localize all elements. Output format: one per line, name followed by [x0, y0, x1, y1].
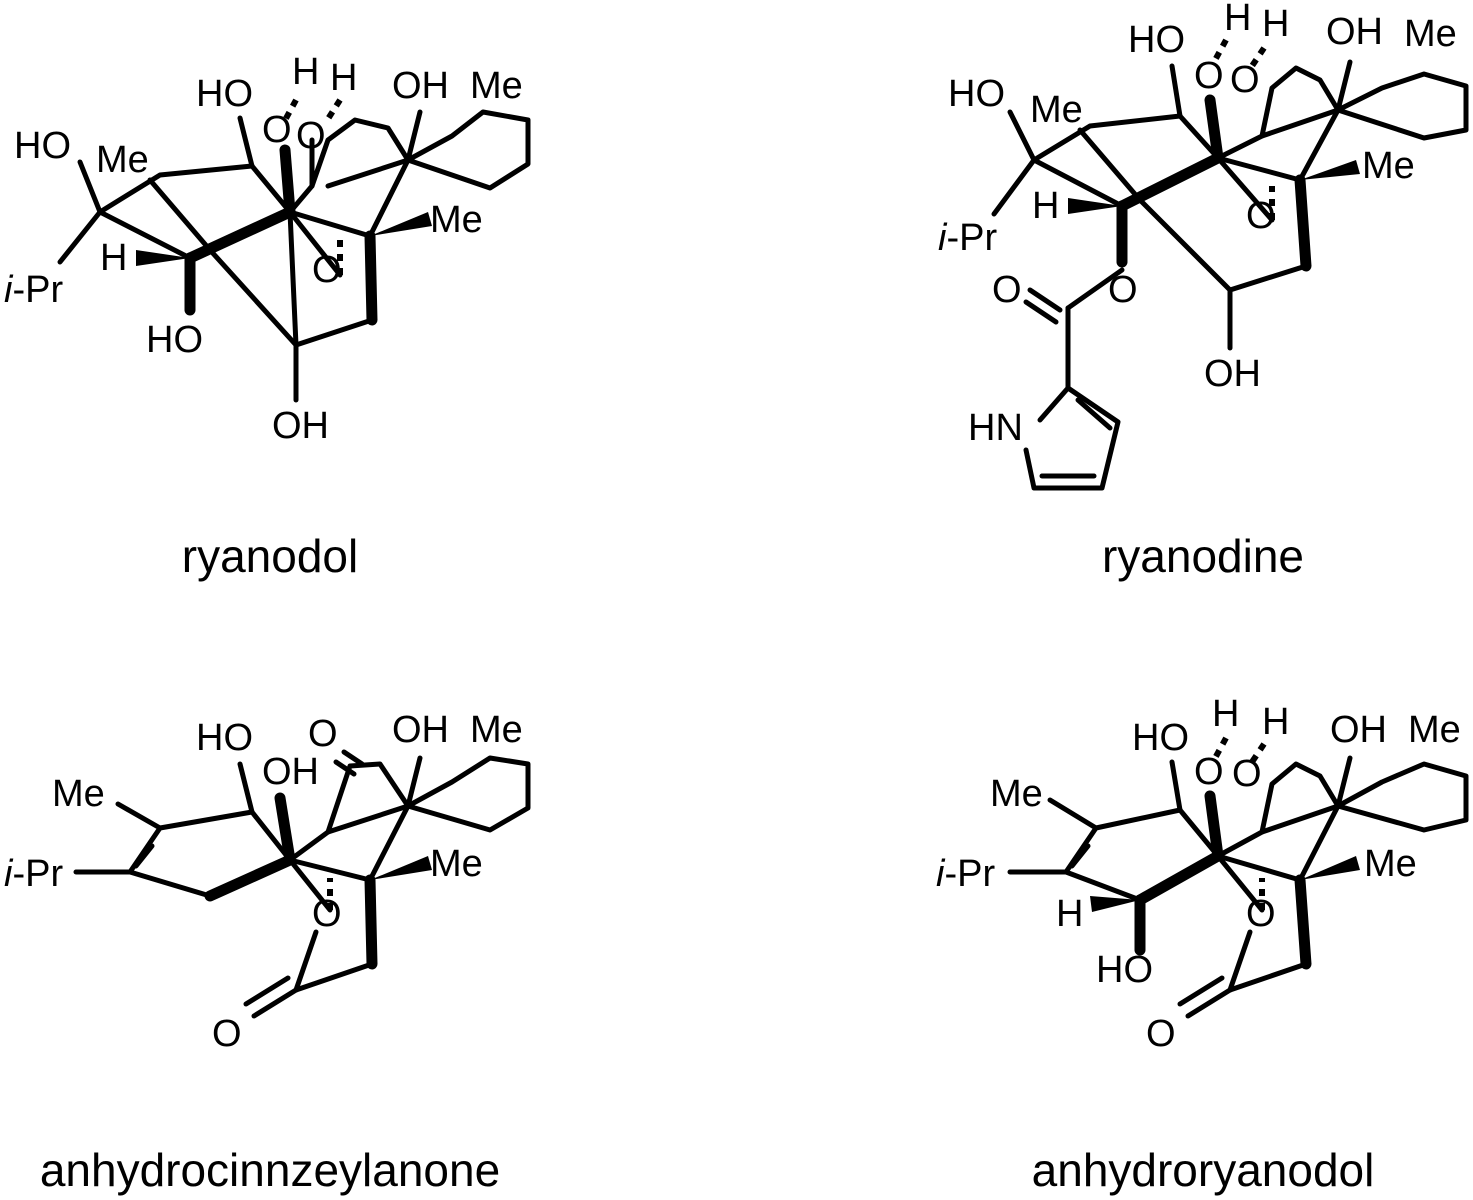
anhydrocinnzeylanone-ipr: i-Pr — [4, 853, 63, 895]
ryanodol-atoms: HO H H O O OH Me HO Me H i-Pr HO Me O OH — [4, 51, 523, 447]
anhydrocinnzeylanone-oh-mid: OH — [262, 751, 319, 793]
ryanodol-stereobonds — [136, 98, 432, 326]
ryanodol-bonds — [57, 109, 531, 403]
anhydroryanodol-ho-top: HO — [1132, 717, 1189, 759]
ryanodine-me-top: Me — [1404, 13, 1457, 55]
ryanodine-ipr: i-Pr — [938, 217, 997, 259]
ryanodol-oh-bottom: OH — [272, 405, 329, 447]
anhydroryanodol-stereobonds — [1090, 736, 1360, 970]
ryanodine-ipr-rest: -Pr — [946, 217, 997, 259]
anhydroryanodol-ho-low: HO — [1096, 949, 1153, 991]
ryanodine-hn: HN — [968, 407, 1023, 449]
anhydroryanodol-ipr: i-Pr — [936, 853, 995, 895]
ryanodine-ho-left: HO — [948, 73, 1005, 115]
anhydrocinnzeylanone-stereobonds — [204, 792, 432, 970]
anhydroryanodol-atoms: HO H H O O OH Me Me i-Pr H HO Me O O — [936, 693, 1461, 1055]
anhydroryanodol-bonds — [1007, 755, 1469, 1019]
ryanodol-o-bridge: O — [312, 249, 342, 291]
molecule-anhydroryanodol: HO H H O O OH Me Me i-Pr H HO Me O O anh… — [936, 693, 1469, 1196]
ryanodine-ho-top: HO — [1128, 19, 1185, 61]
ryanodol-h-left: H — [292, 51, 319, 93]
anhydrocinnzeylanone-name: anhydrocinnzeylanone — [40, 1144, 500, 1196]
anhydroryanodol-me-top: Me — [1408, 709, 1461, 751]
molecule-anhydrocinnzeylanone: HO OH O OH Me Me i-Pr Me O O anhydrocinn… — [4, 709, 531, 1196]
anhydrocinnzeylanone-atoms: HO OH O OH Me Me i-Pr Me O O — [4, 709, 523, 1055]
anhydroryanodol-oh-top: OH — [1330, 709, 1387, 751]
ryanodine-o-carbonyl: O — [992, 269, 1022, 311]
anhydrocinnzeylanone-bonds — [73, 749, 531, 1019]
ryanodine-oh-top: OH — [1326, 11, 1383, 53]
anhydroryanodol-h-right: H — [1262, 701, 1289, 743]
ryanodol-oh-top: OH — [392, 65, 449, 107]
ryanodol-ipr: i-Pr — [4, 269, 63, 311]
ryanodol-name: ryanodol — [182, 530, 358, 582]
ryanodine-h-left: H — [1224, 0, 1251, 39]
anhydrocinnzeylanone-me-top: Me — [470, 709, 523, 751]
anhydrocinnzeylanone-me-left: Me — [52, 773, 105, 815]
ryanodol-h-right: H — [330, 57, 357, 99]
molecule-ryanodol: HO H H O O OH Me HO Me H i-Pr HO Me O OH… — [4, 51, 531, 582]
ryanodine-me-left: Me — [1030, 89, 1083, 131]
anhydrocinnzeylanone-ipr-i: i — [4, 853, 14, 895]
ryanodine-o-bridge: O — [1246, 195, 1276, 237]
anhydroryanodol-name: anhydroryanodol — [1032, 1144, 1375, 1196]
ryanodine-ipr-i: i — [938, 217, 948, 259]
anhydroryanodol-o-carbonyl: O — [1146, 1013, 1176, 1055]
ryanodine-h-wedge: H — [1032, 185, 1059, 227]
ryanodine-o-right: O — [1230, 59, 1260, 101]
anhydrocinnzeylanone-o-carbonyl: O — [212, 1013, 242, 1055]
ryanodol-ho-low: HO — [146, 319, 203, 361]
anhydrocinnzeylanone-me-right: Me — [430, 843, 483, 885]
anhydrocinnzeylanone-ipr-rest: -Pr — [12, 853, 63, 895]
ryanodol-ipr-i: i — [4, 269, 14, 311]
ryanodine-name: ryanodine — [1102, 530, 1304, 582]
ryanodine-me-right: Me — [1362, 145, 1415, 187]
ryanodol-o-left: O — [262, 109, 292, 151]
anhydroryanodol-o-lactone: O — [1246, 893, 1276, 935]
anhydrocinnzeylanone-o-keto: O — [308, 713, 338, 755]
anhydrocinnzeylanone-o-lactone: O — [312, 893, 342, 935]
ryanodol-o-right: O — [296, 115, 326, 157]
anhydrocinnzeylanone-oh-top: OH — [392, 709, 449, 751]
anhydroryanodol-o-left: O — [1194, 751, 1224, 793]
anhydroryanodol-h-wedge: H — [1056, 893, 1083, 935]
anhydrocinnzeylanone-ho-top: HO — [196, 717, 253, 759]
ryanodine-o-ester: O — [1108, 269, 1138, 311]
ryanodol-h-wedge: H — [100, 237, 127, 279]
ryanodol-me-left: Me — [96, 139, 149, 181]
anhydroryanodol-ipr-rest: -Pr — [944, 853, 995, 895]
ryanodine-h-right: H — [1262, 3, 1289, 45]
ryanodine-o-left: O — [1194, 55, 1224, 97]
ryanodol-ho-top: HO — [196, 73, 253, 115]
ryanodine-oh-bottom: OH — [1204, 353, 1261, 395]
anhydroryanodol-me-left: Me — [990, 773, 1043, 815]
anhydroryanodol-h-left: H — [1212, 693, 1239, 735]
ryanodol-ipr-rest: -Pr — [12, 269, 63, 311]
ryanodol-ho-left: HO — [14, 125, 71, 167]
molecule-ryanodine: HO H H O O OH Me HO Me H i-Pr Me O O O O… — [938, 0, 1469, 582]
anhydroryanodol-ipr-i: i — [936, 853, 946, 895]
ryanodol-me-top: Me — [470, 65, 523, 107]
ryanodol-me-right: Me — [430, 199, 483, 241]
anhydroryanodol-me-right: Me — [1364, 843, 1417, 885]
ryanodine-stereobonds — [1068, 38, 1360, 272]
ryanodine-atoms: HO H H O O OH Me HO Me H i-Pr Me O O O O… — [938, 0, 1457, 449]
ryanodine-bonds — [991, 59, 1469, 491]
anhydroryanodol-o-right: O — [1232, 753, 1262, 795]
